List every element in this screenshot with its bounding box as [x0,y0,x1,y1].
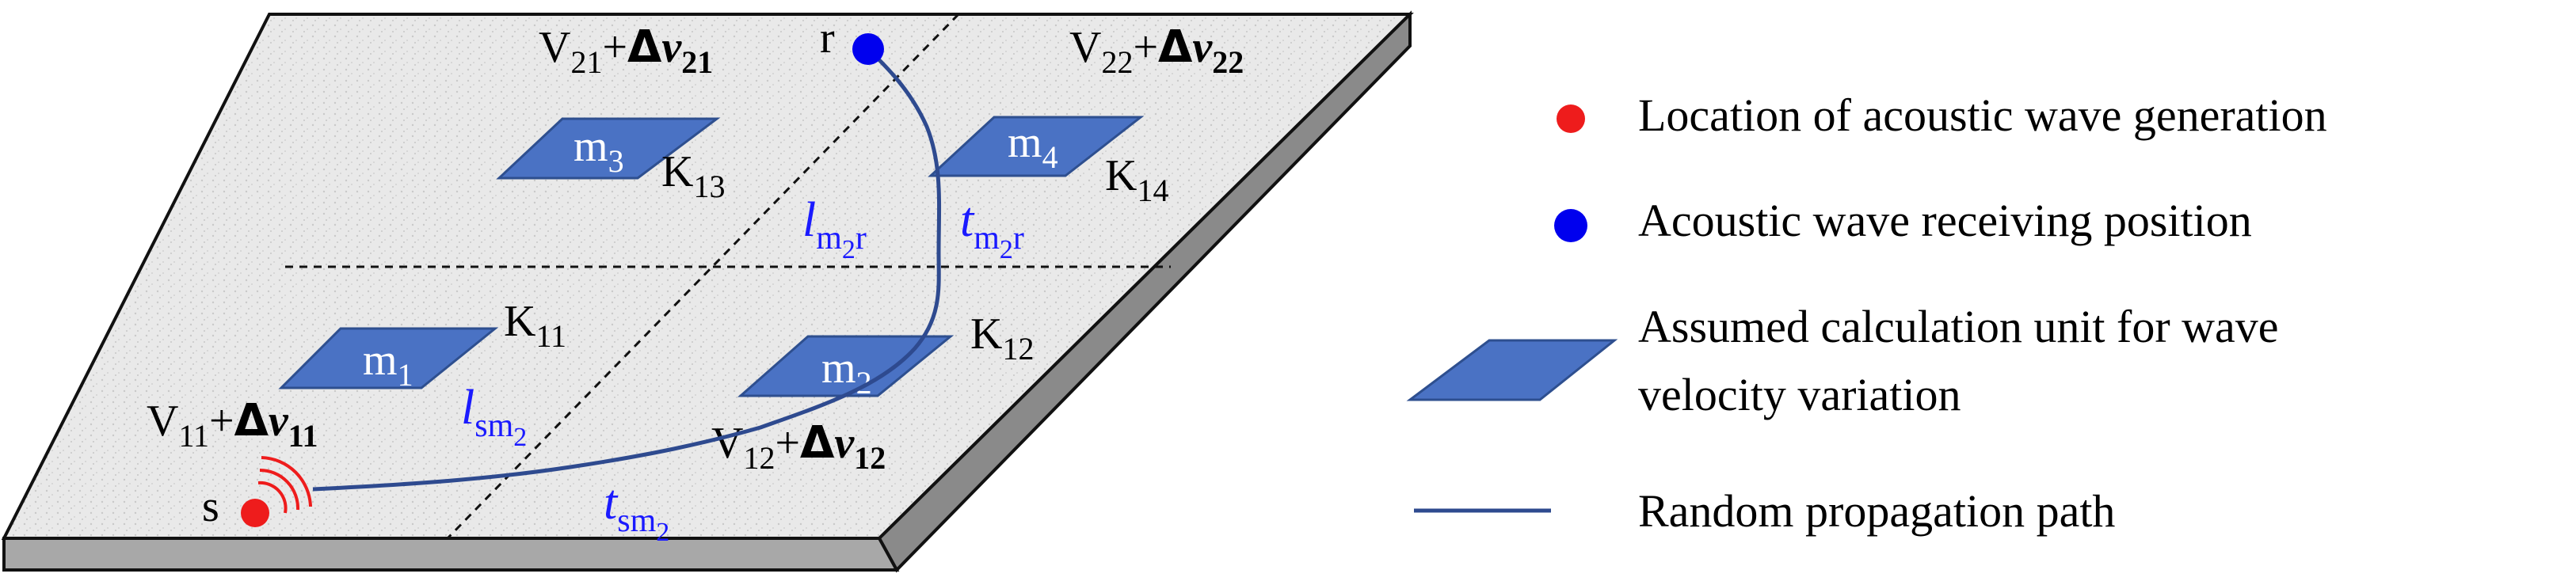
wave-arc-1 [257,481,288,514]
legend-receiver-icon [1554,209,1587,242]
coef-k12: K12 [970,310,1034,367]
receiver-dot-icon [852,33,884,65]
legend-receiver-label: Acoustic wave receiving position [1638,195,2252,246]
legend-path-label: Random propagation path [1638,485,2115,537]
path-labels: lsm2 tsm2 lm2r tm2r [461,193,1024,547]
legend-unit-label-line2: velocity variation [1638,369,1961,420]
legend-source-label: Location of acoustic wave generation [1638,89,2327,141]
legend-unit-icon [1406,339,1618,401]
slab-front-face [2,537,900,572]
legend-unit-label: Assumed calculation unit for wave [1638,301,2279,352]
slab-top-face [1,13,1414,540]
source: s [202,456,312,531]
wave-arc-3 [261,456,312,507]
path-label-l-m2r: lm2r [802,193,867,264]
velocity-22: V22+Δv22 [1069,21,1244,80]
wave-arc-2 [259,468,300,511]
coef-k11: K11 [504,297,566,354]
path-label-l-sm2: lsm2 [461,381,527,452]
velocity-12: V12+Δv12 [711,417,886,476]
unit-m3-label: m3 [574,122,624,179]
propagation-path [312,47,942,492]
calculation-units: m1 m2 m3 m4 [278,116,1145,401]
receiver: r [820,13,884,65]
unit-m3 [496,117,721,180]
path-label-t-m2r: tm2r [960,193,1024,264]
velocity-11: V11+Δv11 [147,395,318,454]
velocities: V11+Δv11 V12+Δv12 V21+Δv21 V22+Δv22 [147,21,1244,476]
coefficients: K11 K12 K13 K14 [504,147,1168,367]
unit-m1 [278,327,499,389]
unit-m2-label: m2 [821,344,872,401]
source-label: s [202,482,219,531]
coef-k13: K13 [661,147,725,204]
unit-m4 [928,116,1145,177]
unit-m2 [737,335,955,397]
coef-k14: K14 [1105,151,1168,208]
legend: Location of acoustic wave generation Aco… [1406,89,2327,537]
legend-source-icon [1557,104,1585,133]
velocity-21: V21+Δv21 [539,21,713,80]
path-label-t-sm2: tsm2 [604,476,669,547]
receiver-label: r [820,13,835,63]
source-dot-icon [241,499,269,527]
unit-m4-label: m4 [1008,118,1058,175]
unit-m1-label: m1 [363,336,413,393]
